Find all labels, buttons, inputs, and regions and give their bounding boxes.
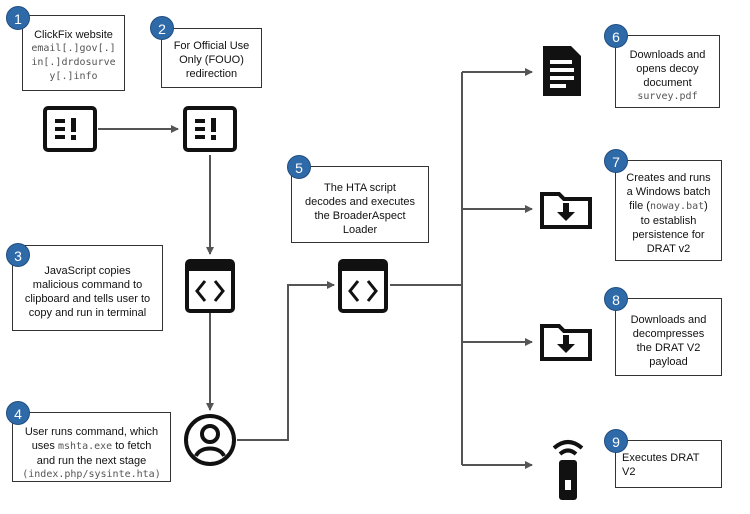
step1-code-line3: y[.]info: [49, 71, 98, 82]
folder-download-icon: [540, 192, 592, 229]
step8-badge: 8: [604, 287, 628, 311]
step8-box: Downloads and decompresses the DRAT V2 p…: [615, 298, 722, 376]
alert-window-icon: [183, 106, 237, 152]
arrow-4-to-5: [237, 281, 335, 441]
step9-badge: 9: [604, 429, 628, 453]
user-icon: [184, 414, 236, 466]
step9-box: Executes DRAT V2: [615, 440, 722, 488]
step4-badge: 4: [6, 401, 30, 425]
step7-text-line1: Creates and runs: [626, 172, 711, 184]
step7-text-line3-post: ): [704, 200, 708, 212]
step2-text-line1: For Official Use: [173, 40, 250, 52]
code-window-icon: [185, 259, 235, 313]
step7-text-line6: DRAT v2: [646, 243, 691, 255]
step3-box: JavaScript copies malicious command to c…: [12, 245, 163, 331]
step1-box: ClickFix website email[.]gov[.] in[.]drd…: [22, 15, 125, 91]
step3-text-line3: clipboard and tells user to: [24, 293, 151, 305]
step7-badge: 7: [604, 149, 628, 173]
step8-text-line4: payload: [649, 356, 688, 368]
step1-badge: 1: [6, 6, 30, 30]
step7-text-line4: to establish: [640, 215, 697, 227]
step4-code-mshta: mshta.exe: [57, 441, 113, 452]
step4-text-line2: uses mshta.exe to fetch: [17, 439, 166, 454]
step1-text: ClickFix website: [34, 29, 113, 41]
step3-badge: 3: [6, 243, 30, 267]
step6-text-line3: document: [643, 77, 692, 89]
step6-code: survey.pdf: [637, 91, 698, 102]
step2-badge: 2: [150, 16, 174, 40]
step4-text-line3: and run the next stage: [36, 455, 147, 467]
step1-code-line1: email[.]gov[.]: [31, 43, 116, 54]
step9-text-line1: Executes DRAT: [622, 452, 700, 464]
code-window-icon: [338, 259, 388, 313]
step5-text-line4: Loader: [342, 224, 378, 236]
step4-text-line1: User runs command, which: [24, 426, 159, 438]
step2-text-line2: Only (FOUO): [179, 54, 244, 66]
folder-download-icon: [540, 324, 592, 361]
step8-text-line2: decompresses: [632, 328, 705, 340]
step3-text-line1: JavaScript copies: [44, 265, 131, 277]
step1-code-line2: in[.]drdosurve: [31, 57, 116, 68]
step2-text-line3: redirection: [185, 68, 238, 80]
step2-box: For Official Use Only (FOUO) redirection: [161, 28, 262, 88]
step4-code-path: (index.php/sysinte.hta): [22, 469, 161, 480]
step4-text-line2-post: to fetch: [112, 440, 152, 452]
remote-icon: [552, 440, 584, 500]
step7-code-bat: noway.bat: [649, 201, 705, 212]
document-icon: [543, 46, 581, 96]
step5-text-line3: the BroaderAspect: [314, 210, 406, 222]
step5-badge: 5: [287, 155, 311, 179]
step6-text-line1: Downloads and: [629, 49, 706, 61]
step5-text-line1: The HTA script: [324, 182, 396, 194]
step6-badge: 6: [604, 24, 628, 48]
step7-box: Creates and runs a Windows batch file (n…: [615, 160, 722, 261]
step5-box: The HTA script decodes and executes the …: [291, 166, 429, 243]
alert-window-icon: [43, 106, 97, 152]
step5-text-line2: decodes and executes: [304, 196, 416, 208]
step6-box: Downloads and opens decoy document surve…: [615, 35, 720, 108]
step9-text-line2: V2: [622, 466, 636, 478]
step8-text-line1: Downloads and: [630, 314, 707, 326]
step7-text-line3: file (noway.bat): [622, 199, 715, 214]
step4-text-line2-pre: uses: [31, 440, 58, 452]
step4-box: User runs command, which uses mshta.exe …: [12, 412, 171, 482]
step3-text-line4: copy and run in terminal: [28, 307, 147, 319]
step7-text-line2: a Windows batch: [626, 186, 711, 198]
step8-text-line3: the DRAT V2: [636, 342, 701, 354]
step3-text-line2: malicious command to: [32, 279, 143, 291]
step6-text-line2: opens decoy: [636, 63, 699, 75]
step7-text-line5: persistence for: [632, 229, 705, 241]
step7-text-line3-pre: file (: [629, 200, 650, 212]
